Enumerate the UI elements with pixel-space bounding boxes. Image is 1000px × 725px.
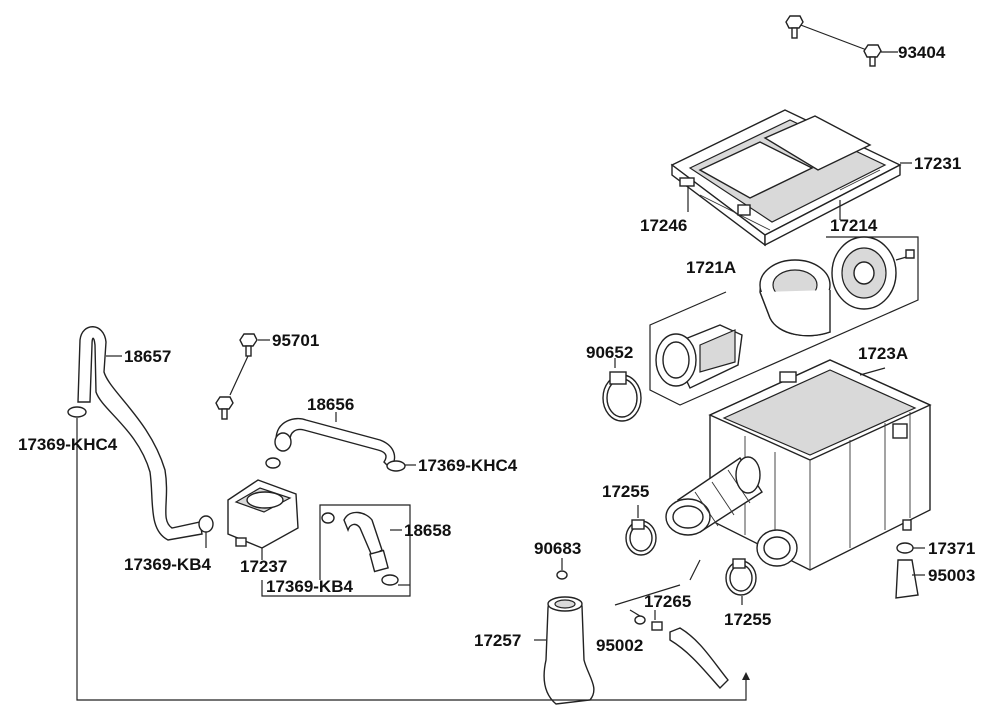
label-18656: 18656 — [307, 395, 354, 414]
inlet-tube — [665, 456, 763, 536]
label-18658: 18658 — [404, 521, 451, 540]
clamp-17369-kb4-left — [198, 515, 214, 548]
hose-18656 — [274, 412, 396, 469]
bolt-90683 — [556, 558, 568, 580]
label-17231: 17231 — [914, 154, 961, 173]
drain-17371 — [896, 542, 925, 554]
outlet-tube — [756, 529, 798, 567]
clamp-mid — [265, 457, 281, 469]
label-18657: 18657 — [124, 347, 171, 366]
bolt-95701 — [215, 333, 270, 420]
label-90652: 90652 — [586, 343, 633, 362]
oil-separator-17237 — [227, 479, 299, 560]
clamp-17255-upper — [625, 505, 657, 556]
label-17214: 17214 — [830, 216, 878, 235]
bolt-93404 — [785, 15, 898, 67]
label-17371: 17371 — [928, 539, 975, 558]
label-17265: 17265 — [644, 592, 691, 611]
label-17257: 17257 — [474, 631, 521, 650]
drain-valve-95003 — [895, 559, 925, 599]
hose-18657 — [67, 326, 203, 541]
label-95701: 95701 — [272, 331, 319, 350]
label-17369-khc4-right: 17369-KHC4 — [418, 456, 518, 475]
filter-assembly-bracket — [649, 236, 919, 406]
label-17255-upper: 17255 — [602, 482, 649, 501]
clamp-90652 — [602, 358, 642, 422]
label-90683: 90683 — [534, 539, 581, 558]
clamp-17369-khc4-right — [386, 460, 416, 472]
label-17369-kb4-box: 17369-KB4 — [266, 577, 353, 596]
label-17246: 17246 — [640, 216, 687, 235]
clamp-17255-lower — [725, 558, 757, 605]
label-17369-kb4-left: 17369-KB4 — [124, 555, 211, 574]
filter-inlet-cone — [655, 324, 743, 389]
routing-lines — [76, 432, 750, 701]
hose-17265 — [629, 609, 729, 690]
label-95002: 95002 — [596, 636, 643, 655]
label-17255-lower: 17255 — [724, 610, 771, 629]
air-cleaner-body-1723A — [708, 359, 932, 571]
air-filter-element-1721A — [759, 259, 831, 337]
resonator-17257 — [534, 596, 595, 705]
hose-18658-group — [261, 504, 411, 597]
label-17237: 17237 — [240, 557, 287, 576]
label-93404: 93404 — [898, 43, 946, 62]
filter-end-cap-17214 — [831, 236, 915, 310]
air-cleaner-cover-17231 — [670, 109, 912, 247]
label-1721A: 1721A — [686, 258, 736, 277]
label-95003: 95003 — [928, 566, 975, 585]
label-1723A: 1723A — [858, 344, 908, 363]
label-17369-khc4-left: 17369-KHC4 — [18, 435, 118, 454]
